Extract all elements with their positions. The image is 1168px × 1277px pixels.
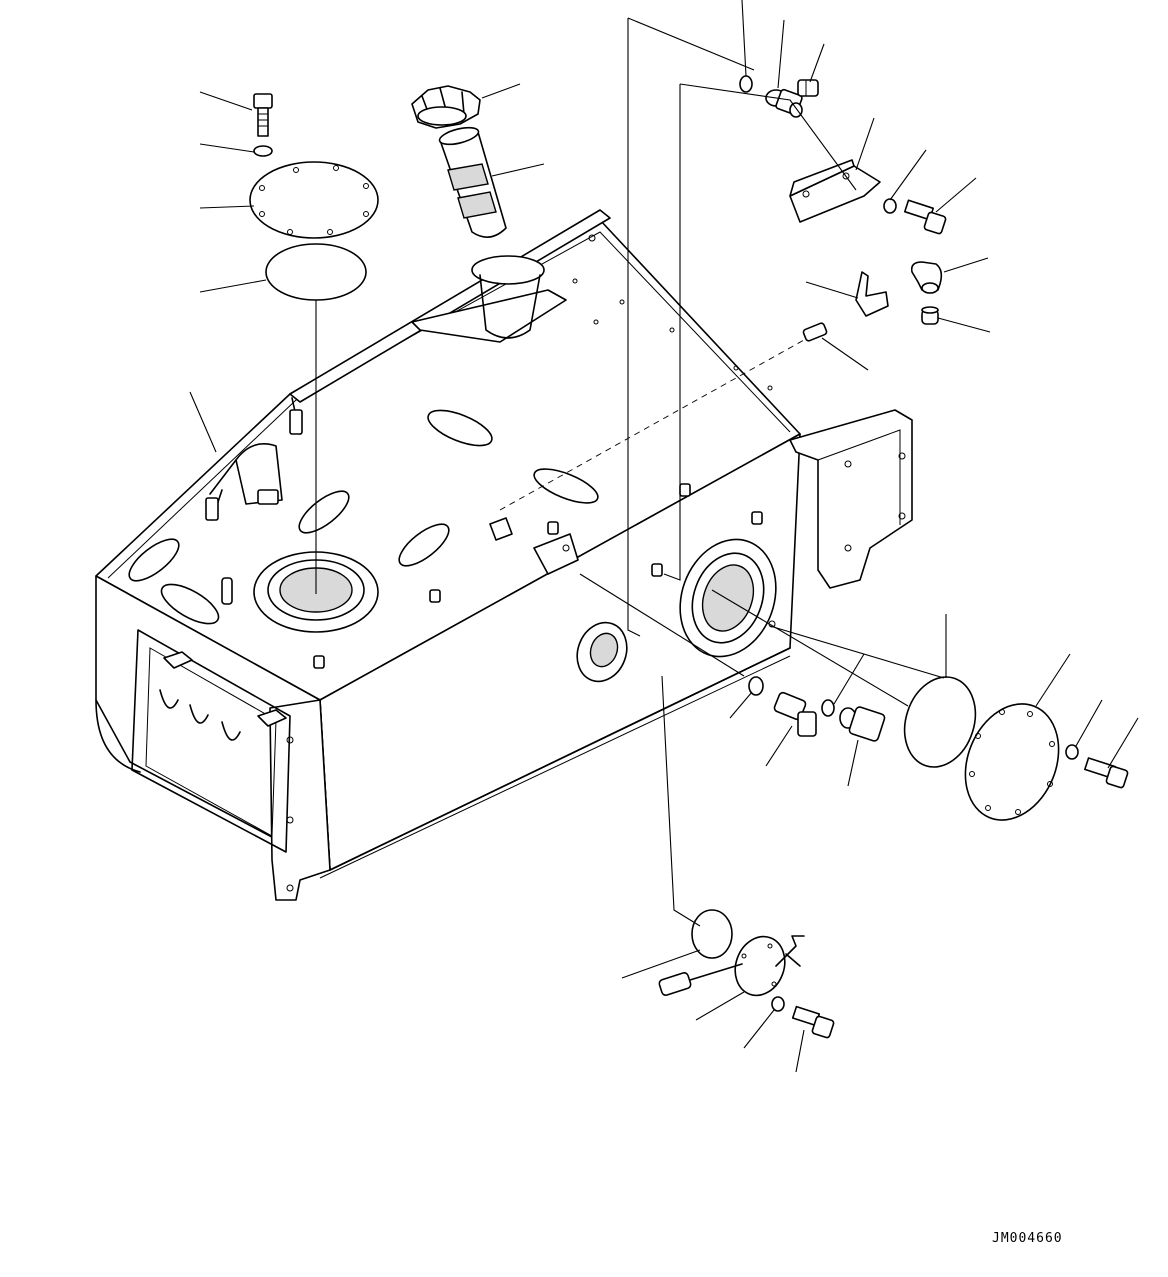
- side-connector: [839, 706, 886, 742]
- bracket-washer: [883, 198, 897, 214]
- exploded-parts: [249, 75, 1129, 1039]
- side-cover-plate: [964, 703, 1060, 821]
- top-cover-gasket: [265, 243, 367, 301]
- top-cover-plate: [249, 161, 379, 239]
- mounting-bracket: [789, 159, 881, 223]
- cover-bolt: [253, 93, 273, 137]
- filler-strainer: [438, 126, 507, 238]
- leader-lines: [189, 0, 1139, 1073]
- cover-washer: [253, 145, 273, 157]
- filler-cap: [411, 85, 481, 129]
- side-cover-bolt: [1084, 757, 1129, 789]
- side-cover-washer: [1065, 744, 1079, 760]
- drawing-code: JM004660: [992, 1231, 1063, 1246]
- elbow-fitting: [910, 261, 943, 294]
- plug-cap: [797, 79, 819, 97]
- o-ring: [739, 75, 753, 93]
- sensor-bolt: [791, 1005, 835, 1039]
- nipple-fitting: [802, 322, 828, 342]
- pipe-clip: [855, 271, 889, 317]
- sensor-washer: [771, 996, 785, 1012]
- fuel-tank-body: [95, 209, 913, 901]
- side-o-ring-2: [821, 699, 835, 717]
- gauge-gasket: [691, 909, 733, 959]
- drain-plug: [921, 306, 939, 325]
- side-o-ring: [748, 676, 764, 696]
- side-cover-gasket: [903, 676, 977, 768]
- side-elbow: [773, 691, 817, 737]
- bracket-bolt: [903, 199, 947, 235]
- fuel-level-sensor: [658, 935, 805, 997]
